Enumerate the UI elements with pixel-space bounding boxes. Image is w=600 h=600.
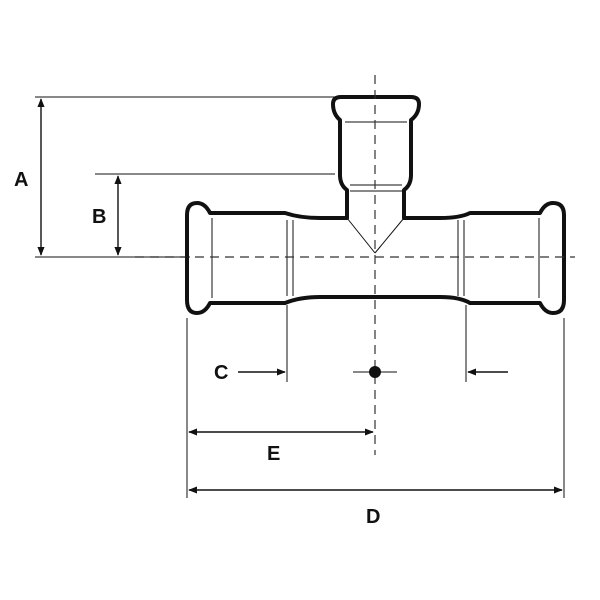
branch-bore-right: [374, 217, 405, 254]
center-point-dot: [369, 366, 381, 378]
dimension-c-label: C: [214, 362, 228, 384]
extension-lines: [35, 96, 565, 498]
interior-details: [211, 121, 540, 298]
tee-body-outline: [185, 95, 566, 315]
dimension-b-label: B: [92, 206, 106, 228]
dimension-a-label: A: [14, 169, 28, 191]
dimension-d-label: D: [366, 506, 380, 528]
dimension-e-label: E: [267, 443, 280, 465]
branch-bore-left: [346, 217, 376, 254]
